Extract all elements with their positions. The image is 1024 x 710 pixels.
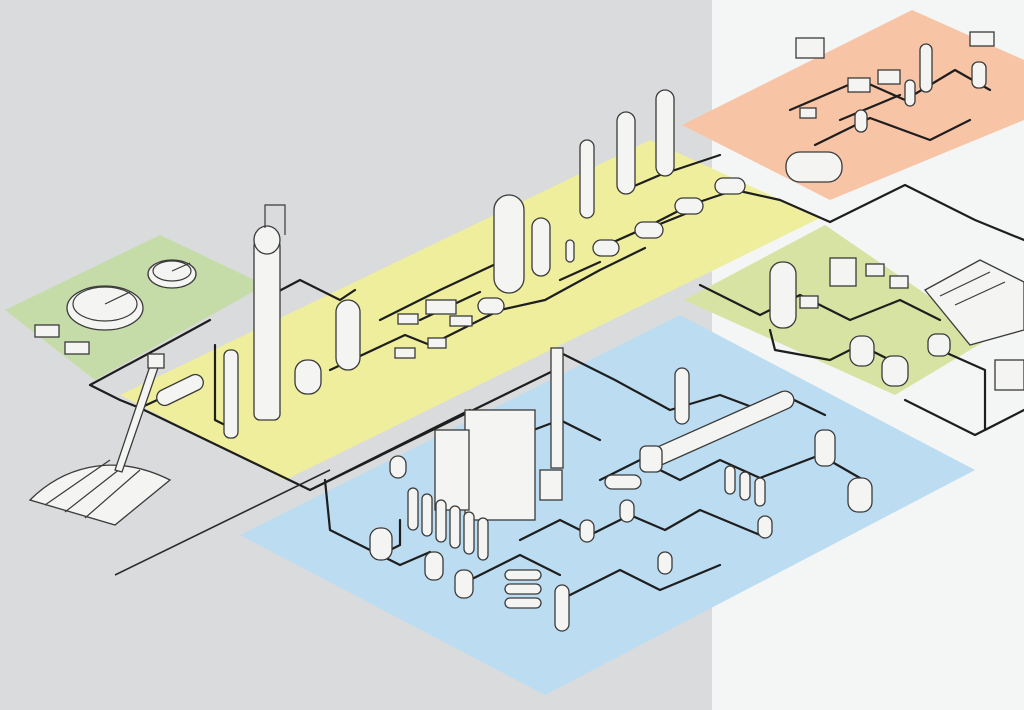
heat-exchangers <box>504 569 542 609</box>
distillation-column <box>223 204 286 439</box>
clarifier-large <box>66 285 144 331</box>
clarifier-small <box>147 259 197 289</box>
rotary-dryer <box>604 367 795 490</box>
processing-zone <box>684 225 990 395</box>
raw-material-pile <box>28 459 172 526</box>
pump-skids-yellow <box>394 299 473 359</box>
pipe-long-diagonal <box>114 469 331 576</box>
horizontal-cooker <box>156 373 204 407</box>
boiler-and-dryer-zone <box>240 315 975 695</box>
bottling-zone <box>682 10 1024 200</box>
pump-units <box>34 324 90 355</box>
product-silos <box>579 429 873 575</box>
conveyor-elevator <box>114 353 165 473</box>
boiler-vessels <box>369 455 570 632</box>
boiler-house <box>434 347 564 521</box>
bottling-equipment <box>785 31 995 183</box>
fermenter-tanks <box>294 89 675 395</box>
processing-equipment <box>769 257 951 387</box>
truck-loading-station <box>924 259 1024 391</box>
horizontal-tanks <box>477 177 746 315</box>
